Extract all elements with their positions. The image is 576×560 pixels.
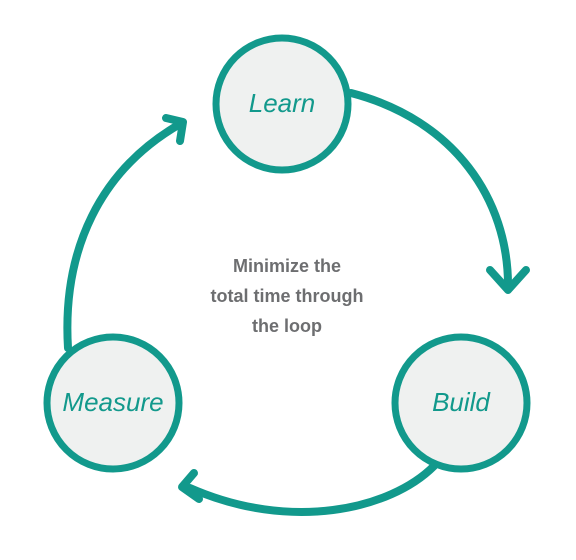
node-learn: Learn <box>212 34 352 174</box>
arrow-learn-to-build <box>347 89 512 289</box>
node-learn-circle <box>212 34 352 174</box>
node-learn-label: Learn <box>249 88 316 118</box>
center-caption-line-2: total time through <box>211 286 364 306</box>
node-measure-circle <box>43 333 183 473</box>
node-measure: Measure <box>43 333 183 473</box>
node-measure-label: Measure <box>62 387 163 417</box>
arrow-measure-to-learn <box>63 120 184 352</box>
center-caption: Minimize the total time through the loop <box>211 256 364 336</box>
arrow-build-to-measure <box>186 462 438 516</box>
node-build-label: Build <box>432 387 491 417</box>
arrowhead-build-to-measure <box>178 469 203 503</box>
arrowhead-learn-to-build <box>486 266 530 294</box>
node-build: Build <box>391 333 531 473</box>
node-build-circle <box>391 333 531 473</box>
arrowhead-measure-to-learn <box>162 114 187 145</box>
center-caption-line-1: Minimize the <box>233 256 341 276</box>
center-caption-line-3: the loop <box>252 316 322 336</box>
